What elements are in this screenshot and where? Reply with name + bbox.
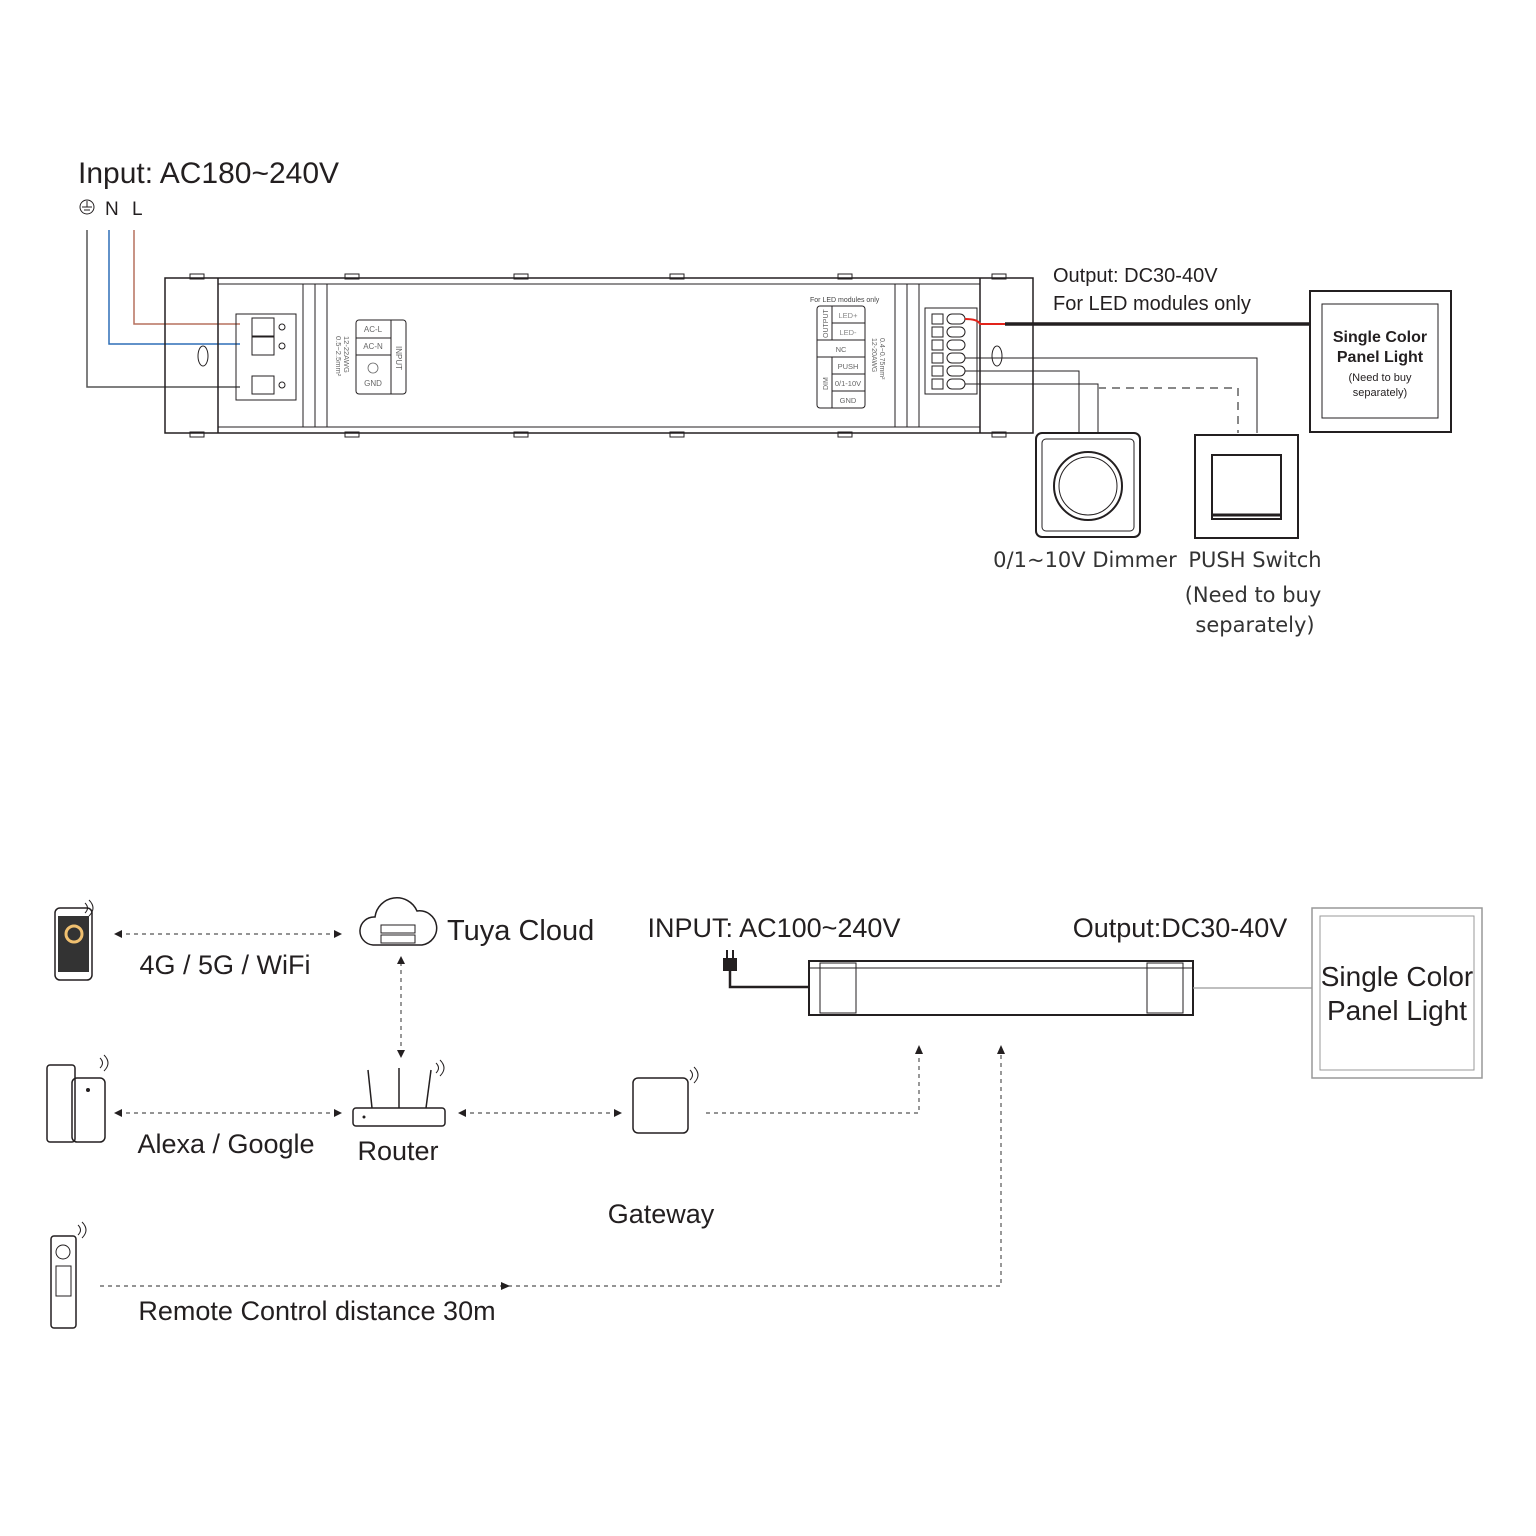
dim-wire-2 <box>965 383 1099 433</box>
panel-light-bottom: Single Color Panel Light <box>1311 907 1483 1079</box>
panel-title-1: Single Color <box>1333 329 1427 346</box>
panel-note-1: (Need to buy <box>1349 372 1412 384</box>
output-wire-spec: 12-20AWG <box>870 338 877 372</box>
router-icon <box>352 1059 446 1127</box>
terminal-push: PUSH <box>838 362 859 371</box>
terminal-l-label: L <box>132 199 143 220</box>
remote-driver-link <box>100 1052 1002 1287</box>
push-gnd-dashed-wire <box>1098 387 1239 433</box>
driver-input-label: INPUT: AC100~240V <box>648 913 901 943</box>
terminal-led-minus: LED- <box>839 328 857 337</box>
dim-group-label: DIM <box>823 377 830 390</box>
terminal-0-10v: 0/1-10V <box>835 379 861 388</box>
panel-label-1: Single Color <box>1321 961 1474 992</box>
power-plug-icon <box>723 950 810 989</box>
earth-symbol-icon <box>79 199 95 215</box>
dimmer-label: 0/1~10V Dimmer <box>993 548 1177 572</box>
terminal-ac-n: AC-N <box>363 342 383 351</box>
earth-wire <box>86 230 240 388</box>
live-wire <box>133 230 240 325</box>
positive-output-wire <box>964 318 1310 325</box>
output-note-label: For LED modules only <box>1053 293 1251 315</box>
terminal-led-plus: LED+ <box>839 311 859 320</box>
push-wire <box>965 357 1258 433</box>
cloud-icon <box>359 897 438 946</box>
terminal-nc: NC <box>836 345 847 354</box>
smartphone-icon <box>54 899 94 981</box>
input-wire-spec: 12-22AWG <box>342 336 351 373</box>
push-note-2: separately) <box>1195 613 1314 637</box>
input-wire-size: 0.5~2.5mm² <box>334 336 343 377</box>
gateway-driver-link <box>706 1052 920 1114</box>
output-block-header: For LED modules only <box>810 297 880 304</box>
output-group-label: OUTPUT <box>823 309 830 339</box>
dim-wire-1 <box>965 370 1080 433</box>
panel-label-2: Panel Light <box>1327 995 1467 1026</box>
push-note-1: (Need to buy <box>1185 583 1322 607</box>
panel-title-2: Panel Light <box>1337 349 1424 366</box>
input-voltage-label: Input: AC180~240V <box>78 157 339 190</box>
terminal-gnd: GND <box>364 379 382 388</box>
neutral-wire <box>108 230 240 345</box>
smart-speaker-icon <box>46 1054 109 1143</box>
panel-light: Single Color Panel Light (Need to buy se… <box>1309 290 1452 433</box>
driver-output-label: Output:DC30-40V <box>1073 913 1288 943</box>
led-driver: AC-L AC-N GND INPUT 12-22AWG 0.5~2.5mm² … <box>164 273 1034 438</box>
terminal-out-gnd: GND <box>840 396 857 405</box>
led-driver-compact <box>808 960 1194 1016</box>
dimmer-knob-icon <box>1035 432 1141 538</box>
push-switch-icon <box>1194 434 1299 539</box>
terminal-ac-l: AC-L <box>364 325 383 334</box>
tuya-cloud-label: Tuya Cloud <box>447 915 594 947</box>
gateway-icon <box>632 1066 699 1134</box>
remote-distance-label: Remote Control distance 30m <box>138 1296 495 1326</box>
output-wire-size: 0.4~0.75mm² <box>878 338 885 380</box>
ground-icon <box>367 362 379 374</box>
terminal-n-label: N <box>105 199 119 220</box>
panel-note-2: separately) <box>1353 387 1407 399</box>
gateway-label: Gateway <box>608 1199 715 1229</box>
push-switch-label: PUSH Switch <box>1188 548 1321 572</box>
output-voltage-label: Output: DC30-40V <box>1053 265 1218 287</box>
input-group-label: INPUT <box>394 346 403 370</box>
voice-assistant-label: Alexa / Google <box>137 1129 314 1159</box>
network-label: 4G / 5G / WiFi <box>139 950 310 980</box>
router-label: Router <box>357 1136 438 1166</box>
remote-control-icon <box>50 1221 87 1329</box>
